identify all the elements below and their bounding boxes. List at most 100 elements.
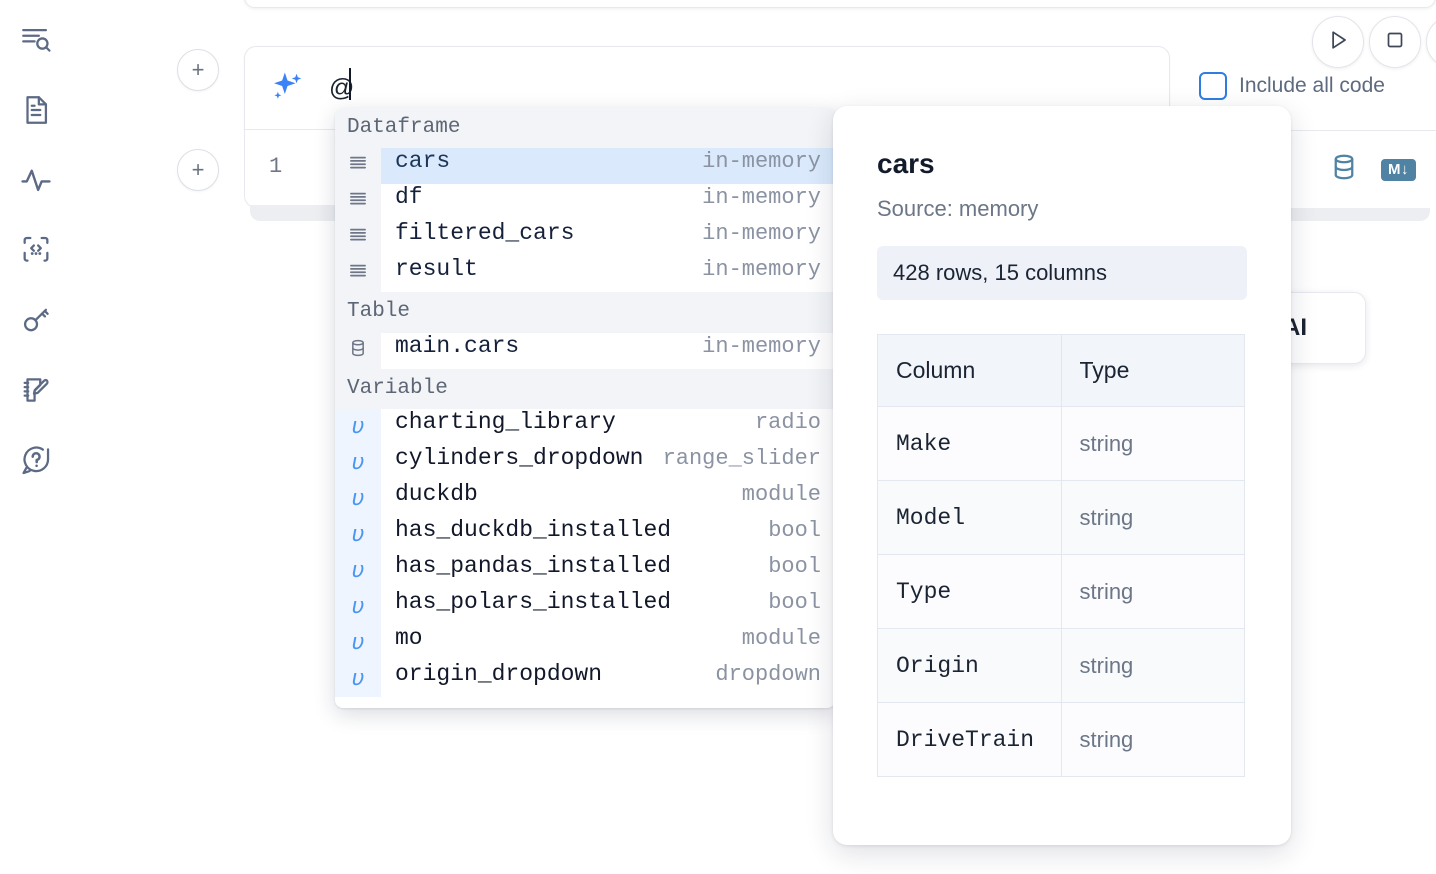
activity-pulse-icon[interactable] (14, 158, 58, 202)
autocomplete-item-type: bool (768, 553, 821, 579)
column-type-cell: string (1060, 702, 1245, 777)
autocomplete-item[interactable]: υ has_duckdb_installed bool (335, 516, 835, 553)
variable-icon: υ (335, 624, 381, 661)
previous-cell-card (244, 0, 1436, 8)
column-name-cell: DriveTrain (877, 702, 1062, 777)
detail-title: cars (877, 148, 935, 179)
variable-icon: υ (335, 552, 381, 589)
left-icon-rail (0, 0, 72, 874)
notebook-edit-icon[interactable] (14, 368, 58, 412)
variable-icon: υ (335, 588, 381, 625)
code-snippet-icon[interactable] (14, 228, 58, 272)
dataframe-icon (335, 148, 381, 185)
autocomplete-item-name: cars (395, 148, 451, 175)
variable-icon: υ (335, 480, 381, 517)
autocomplete-group-header: Dataframe (335, 108, 835, 149)
stop-square-icon (1383, 28, 1407, 57)
autocomplete-item-type: dropdown (715, 661, 821, 687)
column-name-cell: Make (877, 406, 1062, 481)
dataframe-icon (335, 256, 381, 293)
autocomplete-item-name: has_pandas_installed (395, 552, 672, 579)
plus-icon: + (191, 157, 205, 182)
column-type-cell: string (1060, 480, 1245, 555)
more-options-button[interactable] (1426, 16, 1436, 68)
add-cell-below-button[interactable]: + (177, 149, 219, 191)
autocomplete-item-name: mo (395, 624, 423, 651)
dataframe-detail-panel: cars Source: memory 428 rows, 15 columns… (833, 106, 1291, 845)
variable-icon: υ (335, 660, 381, 697)
column-type-cell: string (1060, 406, 1245, 481)
autocomplete-item-type: in-memory (702, 333, 821, 359)
dataframe-icon (335, 184, 381, 221)
autocomplete-item-name: origin_dropdown (395, 660, 603, 687)
ai-prompt-input[interactable] (329, 68, 1169, 108)
detail-source: Source: memory (877, 196, 1039, 221)
key-secrets-icon[interactable] (14, 298, 58, 342)
column-name-cell: Origin (877, 628, 1062, 703)
column-type-cell: string (1060, 628, 1245, 703)
autocomplete-item-name: has_duckdb_installed (395, 516, 672, 543)
autocomplete-item[interactable]: cars in-memory (335, 148, 835, 185)
column-name-cell: Model (877, 480, 1062, 555)
help-chat-icon[interactable] (14, 438, 58, 482)
autocomplete-item-type: in-memory (702, 221, 821, 247)
autocomplete-item[interactable]: υ has_pandas_installed bool (335, 552, 835, 589)
autocomplete-group-header: Variable (335, 368, 835, 409)
column-header-cell: Column (877, 334, 1062, 407)
text-caret (349, 68, 351, 100)
autocomplete-item-type: in-memory (702, 257, 821, 283)
database-icon (335, 332, 381, 369)
autocomplete-item[interactable]: υ cylinders_dropdown range_slider (335, 444, 835, 481)
database-icon[interactable] (1329, 152, 1359, 187)
autocomplete-group-header: Table (335, 292, 835, 333)
dataframe-icon (335, 220, 381, 257)
autocomplete-item-type: in-memory (702, 149, 821, 175)
autocomplete-item[interactable]: υ charting_library radio (335, 408, 835, 445)
autocomplete-item-name: has_polars_installed (395, 588, 672, 615)
include-all-code-row[interactable]: Include all code (1199, 72, 1385, 100)
autocomplete-item-type: module (741, 481, 821, 507)
detail-shape-badge: 428 rows, 15 columns (877, 246, 1247, 300)
add-cell-above-button[interactable]: + (177, 49, 219, 91)
include-all-code-label: Include all code (1239, 74, 1385, 97)
autocomplete-item-type: module (741, 625, 821, 651)
file-document-icon[interactable] (14, 88, 58, 132)
markdown-badge[interactable]: M↓ (1381, 158, 1416, 181)
column-name-cell: Type (877, 554, 1062, 629)
autocomplete-item-name: main.cars (395, 332, 520, 359)
variable-icon: υ (335, 408, 381, 445)
autocomplete-item-name: df (395, 184, 423, 211)
variable-icon: υ (335, 444, 381, 481)
autocomplete-item-type: bool (768, 589, 821, 615)
variable-icon: υ (335, 516, 381, 553)
outline-search-icon[interactable] (14, 18, 58, 62)
autocomplete-item-type: range_slider (662, 445, 821, 471)
autocomplete-item[interactable]: main.cars in-memory (335, 332, 835, 369)
sparkle-icon (269, 69, 307, 107)
autocomplete-item-name: cylinders_dropdown (395, 444, 644, 471)
include-all-code-checkbox[interactable] (1199, 72, 1227, 100)
column-header-cell: Type (1060, 334, 1245, 407)
play-triangle-icon (1325, 27, 1351, 58)
autocomplete-item-type: in-memory (702, 185, 821, 211)
autocomplete-item[interactable]: df in-memory (335, 184, 835, 221)
autocomplete-item-name: charting_library (395, 408, 616, 435)
autocomplete-item[interactable]: υ origin_dropdown dropdown (335, 660, 835, 697)
autocomplete-item-type: bool (768, 517, 821, 543)
stop-button[interactable] (1369, 16, 1421, 68)
autocomplete-item-type: radio (754, 409, 821, 435)
run-button[interactable] (1312, 16, 1364, 68)
autocomplete-item[interactable]: υ has_polars_installed bool (335, 588, 835, 625)
